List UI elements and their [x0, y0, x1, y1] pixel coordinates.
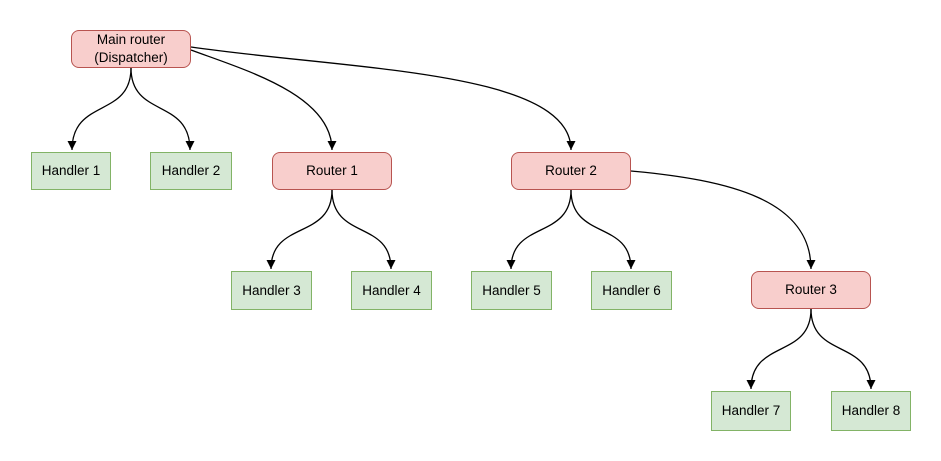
node-handler-7: Handler 7 — [711, 391, 791, 431]
edge-main-to-handler2 — [130, 67, 195, 151]
edge-main-to-router2 — [190, 46, 576, 151]
node-handler-3: Handler 3 — [231, 271, 312, 310]
edge-router2-to-handler5 — [506, 189, 572, 270]
edge-router3-to-handler8 — [810, 308, 876, 390]
node-handler-2: Handler 2 — [150, 152, 232, 190]
edge-router1-to-handler3 — [266, 189, 333, 270]
node-handler-6: Handler 6 — [591, 271, 672, 310]
edge-main-to-handler1 — [67, 67, 132, 151]
node-main-router-dispatcher: Main router (Dispatcher) — [71, 30, 191, 68]
node-handler-4: Handler 4 — [351, 271, 432, 310]
node-router-3: Router 3 — [751, 271, 871, 309]
node-handler-5: Handler 5 — [471, 271, 552, 310]
edge-main-to-router1 — [190, 49, 337, 151]
edge-router3-to-handler7 — [746, 308, 812, 390]
edge-router2-to-handler6 — [570, 189, 636, 270]
node-handler-1: Handler 1 — [31, 152, 111, 190]
edge-router1-to-handler4 — [331, 189, 396, 270]
edge-router2-to-router3 — [630, 170, 816, 270]
node-router-2: Router 2 — [511, 152, 631, 190]
node-router-1: Router 1 — [272, 152, 392, 190]
node-handler-8: Handler 8 — [831, 391, 911, 431]
